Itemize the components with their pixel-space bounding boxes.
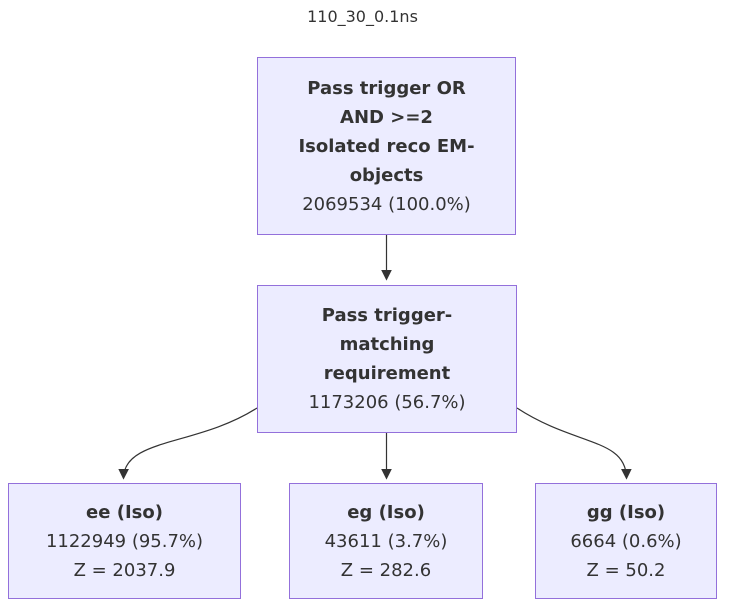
- node-trigger-matching: Pass trigger- matching requirement 11732…: [257, 285, 517, 433]
- node-count: 6664 (0.6%): [570, 530, 682, 552]
- node-ee-iso: ee (Iso) 1122949 (95.7%) Z = 2037.9: [8, 483, 241, 599]
- node-count: 2069534 (100.0%): [302, 193, 471, 215]
- edge-match-to-gg: [516, 407, 632, 480]
- node-label: ee (Iso): [86, 501, 163, 523]
- diagram-title: 110_30_0.1ns: [307, 7, 418, 26]
- edge-match-to-ee: [118, 407, 258, 480]
- node-z-value: Z = 282.6: [340, 559, 432, 581]
- node-label: Pass trigger- matching requirement: [321, 305, 453, 384]
- node-count: 43611 (3.7%): [324, 530, 448, 552]
- node-eg-iso: eg (Iso) 43611 (3.7%) Z = 282.6: [289, 483, 483, 599]
- node-gg-iso: gg (Iso) 6664 (0.6%) Z = 50.2: [535, 483, 717, 599]
- node-z-value: Z = 2037.9: [73, 559, 176, 581]
- node-z-value: Z = 50.2: [586, 559, 666, 581]
- node-label: eg (Iso): [347, 501, 425, 523]
- node-label: gg (Iso): [586, 501, 666, 523]
- node-pass-trigger-or: Pass trigger OR AND >=2 Isolated reco EM…: [257, 57, 516, 235]
- node-count: 1173206 (56.7%): [308, 392, 466, 413]
- node-count: 1122949 (95.7%): [45, 530, 204, 552]
- node-label: Pass trigger OR AND >=2 Isolated reco EM…: [298, 77, 475, 186]
